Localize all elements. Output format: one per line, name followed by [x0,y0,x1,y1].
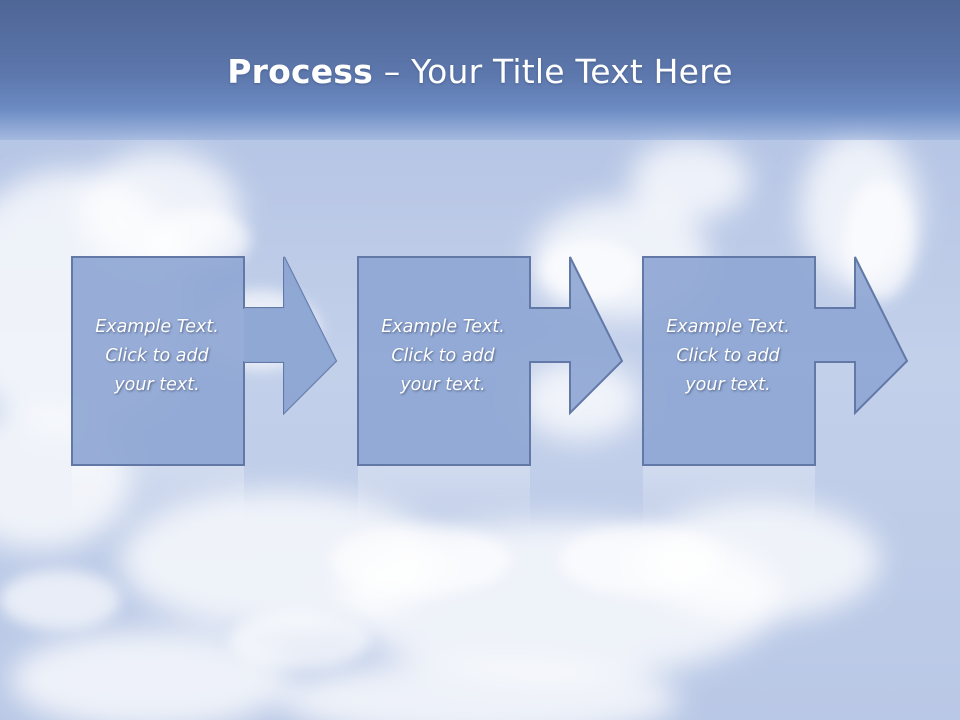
step-text[interactable]: Example Text. Click to add your text. [95,317,219,395]
step-arrow-shape [71,256,338,536]
slide-title[interactable]: Process – Your Title Text Here [0,52,960,91]
process-step-3[interactable]: Example Text. Click to add your text. [642,256,912,536]
title-rest: Your Title Text Here [411,52,733,91]
step-text[interactable]: Example Text. Click to add your text. [666,317,790,395]
process-step-1[interactable]: Example Text. Click to add your text. [71,256,341,536]
title-bold-part: Process [227,52,373,91]
title-bar: Process – Your Title Text Here [0,0,960,140]
step-reflection [358,466,530,536]
step-text[interactable]: Example Text. Click to add your text. [381,317,505,395]
step-arrow-shape [357,256,624,536]
step-reflection [72,466,244,536]
step-arrow-shape [642,256,909,536]
step-reflection [643,466,815,536]
title-dash: – [373,52,412,91]
process-step-2[interactable]: Example Text. Click to add your text. [357,256,627,536]
